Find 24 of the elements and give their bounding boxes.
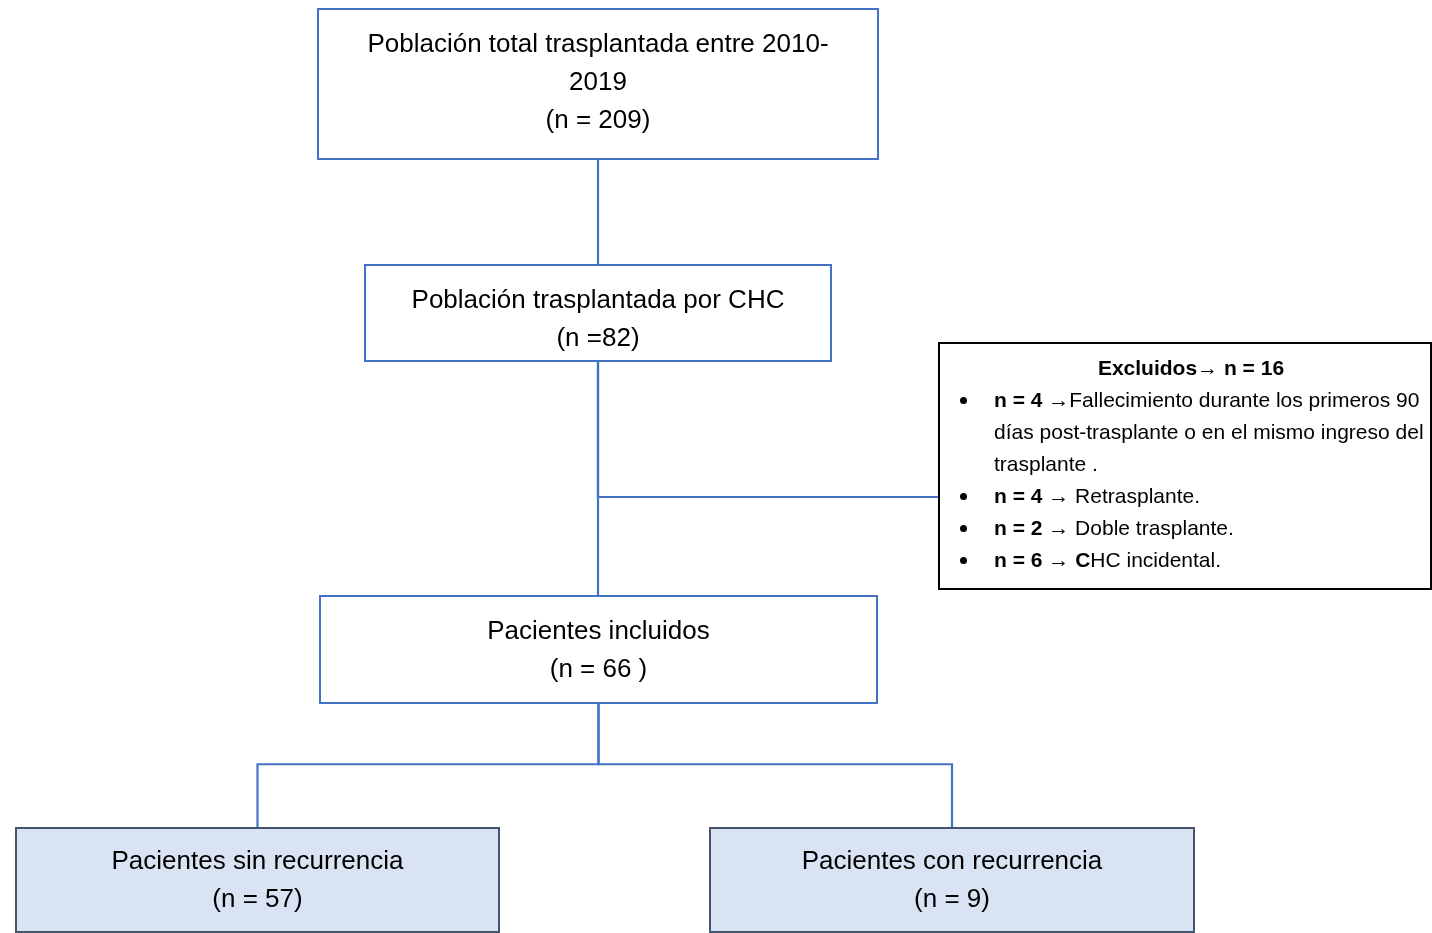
exclusion-item: n = 6 → CHC incidental.	[994, 548, 1222, 571]
exclusion-item: n = 4 →Fallecimiento durante los primeros 90 días post-trasplante o en el mismo ingreso del trasplante .	[994, 388, 1424, 475]
exclusion-box	[938, 342, 1432, 590]
outcome-box	[15, 827, 500, 933]
connector-line	[597, 704, 954, 827]
box-title: Población total trasplantada entre 2010-2019	[366, 27, 830, 98]
count-label: (n = 57)	[212, 882, 303, 915]
exclusion-item: n = 2 → Doble trasplante.	[994, 516, 1234, 539]
box-title: Pacientes incluidos	[487, 614, 710, 647]
box-title: Población trasplantada por CHC	[411, 283, 785, 316]
outcome-box	[709, 827, 1195, 933]
connector-line	[596, 362, 938, 499]
box-title: Pacientes sin recurrencia	[111, 844, 404, 877]
count-label: (n = 66 )	[549, 652, 648, 685]
process-box	[319, 595, 878, 704]
exclusion-item: n = 4 → Retrasplante.	[994, 484, 1201, 507]
exclusion-heading: Excluidos→ n = 16	[1096, 355, 1286, 381]
process-box	[364, 264, 832, 362]
count-label: (n = 209)	[545, 103, 651, 136]
count-label: (n = 9)	[914, 882, 990, 915]
count-label: (n =82)	[556, 321, 640, 354]
box-title: Pacientes con recurrencia	[801, 844, 1103, 877]
connector-line	[596, 160, 600, 264]
process-box	[317, 8, 879, 160]
